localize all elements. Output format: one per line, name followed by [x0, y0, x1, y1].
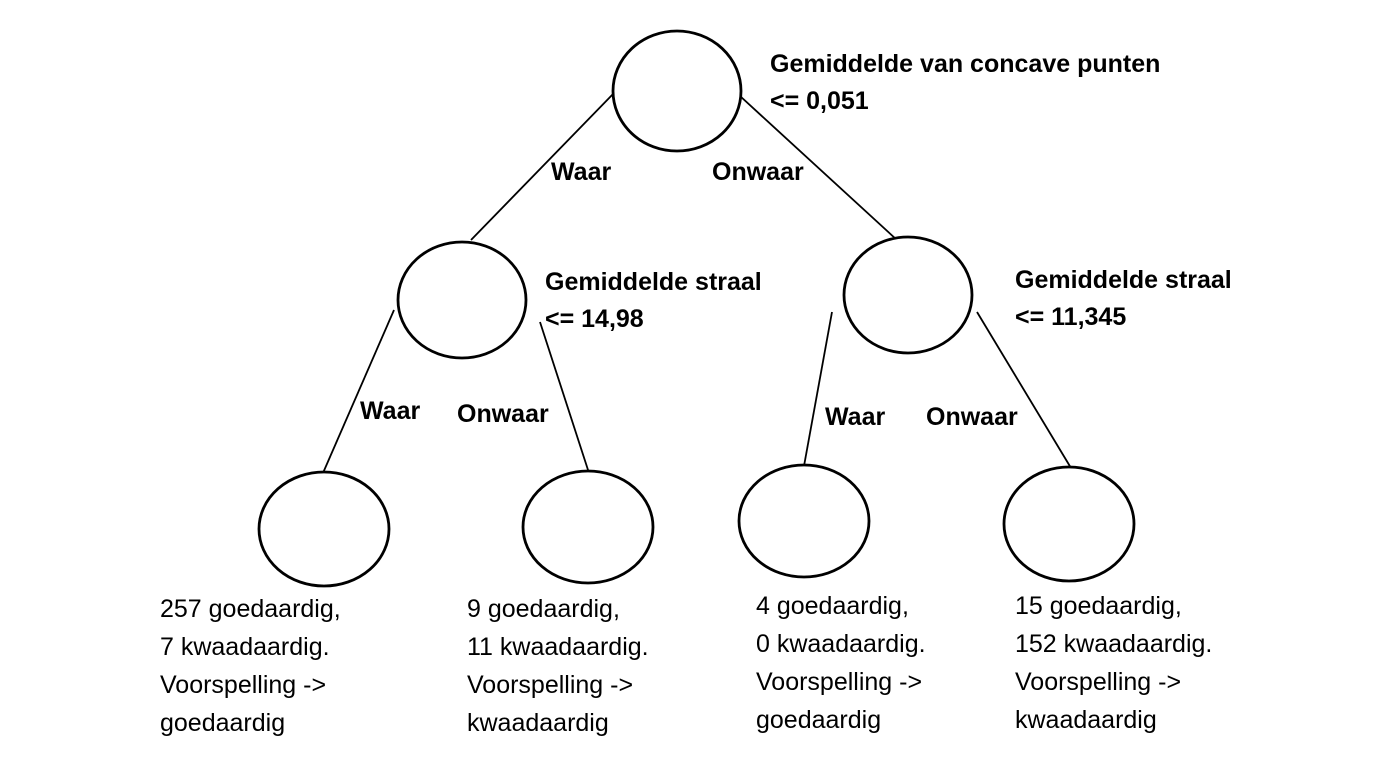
edge-label-root-true: Waar [551, 158, 612, 186]
edge-label-root-false: Onwaar [712, 158, 804, 186]
leaf-2-line-2: 11 kwaadaardig. [467, 633, 649, 661]
leaf-text-3: 4 goedaardig, 0 kwaadaardig. Voorspellin… [756, 587, 926, 739]
right-threshold: <= 11,345 [1015, 303, 1127, 331]
root-feature: Gemiddelde van concave punten [770, 50, 1161, 78]
edge-root-left [470, 92, 615, 241]
leaf-4-line-3: Voorspelling -> [1015, 668, 1182, 696]
left-threshold: <= 14,98 [545, 305, 644, 333]
leaf-node-1 [257, 470, 391, 588]
leaf-3-line-4: goedaardig [756, 706, 882, 734]
edge-root-right [739, 95, 898, 241]
leaf-3-line-3: Voorspelling -> [756, 668, 923, 696]
leaf-1-line-1: 257 goedaardig, [160, 595, 341, 623]
leaf-1-line-3: Voorspelling -> [160, 671, 327, 699]
left-node [396, 240, 528, 360]
leaf-3-line-1: 4 goedaardig, [756, 592, 909, 620]
leaf-2-line-1: 9 goedaardig, [467, 595, 620, 623]
edge-label-left-true: Waar [360, 397, 421, 425]
right-feature: Gemiddelde straal [1015, 266, 1232, 294]
leaf-3-line-2: 0 kwaadaardig. [756, 630, 926, 658]
root-split-label: Gemiddelde van concave punten <= 0,051 [770, 46, 1160, 120]
root-threshold: <= 0,051 [770, 87, 869, 115]
left-split-label: Gemiddelde straal <= 14,98 [545, 264, 762, 338]
leaf-node-4 [1002, 465, 1136, 583]
leaf-4-line-4: kwaadaardig [1015, 706, 1157, 734]
edge-left-leaf2 [539, 321, 590, 474]
leaf-text-2: 9 goedaardig, 11 kwaadaardig. Voorspelli… [467, 590, 649, 742]
leaf-1-line-4: goedaardig [160, 709, 286, 737]
leaf-2-line-4: kwaadaardig [467, 709, 609, 737]
leaf-1-line-2: 7 kwaadaardig. [160, 633, 330, 661]
leaf-4-line-2: 152 kwaadaardig. [1015, 630, 1213, 658]
leaf-2-line-3: Voorspelling -> [467, 671, 634, 699]
leaf-text-1: 257 goedaardig, 7 kwaadaardig. Voorspell… [160, 590, 341, 742]
root-node [611, 29, 743, 153]
edge-left-leaf1 [322, 309, 395, 474]
left-feature: Gemiddelde straal [545, 268, 762, 296]
leaf-node-2 [521, 469, 655, 585]
edge-label-right-true: Waar [825, 403, 886, 431]
leaf-node-3 [737, 463, 871, 579]
edge-label-right-false: Onwaar [926, 403, 1018, 431]
edge-label-left-false: Onwaar [457, 400, 549, 428]
edge-right-leaf4 [976, 311, 1072, 469]
right-split-label: Gemiddelde straal <= 11,345 [1015, 262, 1232, 336]
leaf-4-line-1: 15 goedaardig, [1015, 592, 1182, 620]
leaf-text-4: 15 goedaardig, 152 kwaadaardig. Voorspel… [1015, 587, 1212, 739]
edge-right-leaf3 [803, 311, 833, 467]
right-node [842, 235, 974, 355]
